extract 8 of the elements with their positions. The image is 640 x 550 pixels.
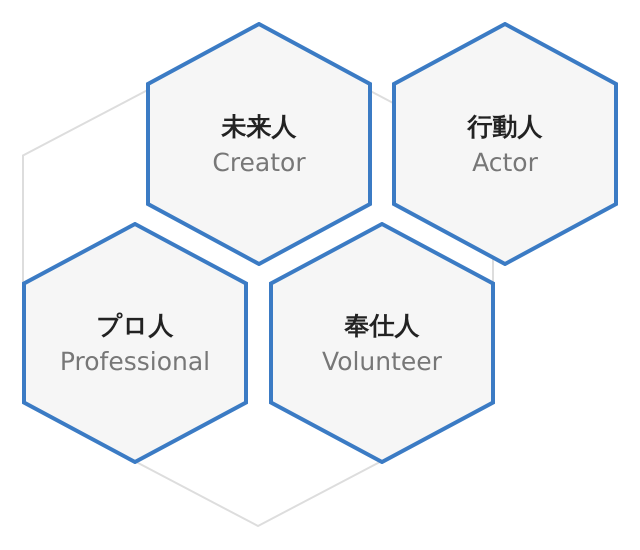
- title-text: プロ人: [96, 310, 174, 342]
- subtitle-text: Professional: [58, 347, 212, 376]
- title-text: 奉仕人: [343, 310, 420, 342]
- subtitle-text: Creator: [211, 148, 307, 177]
- title-text: 未来人: [220, 111, 298, 143]
- subtitle-text: Actor: [471, 148, 539, 177]
- title-text: 行動人: [466, 111, 544, 143]
- subtitle-text: Volunteer: [321, 347, 443, 376]
